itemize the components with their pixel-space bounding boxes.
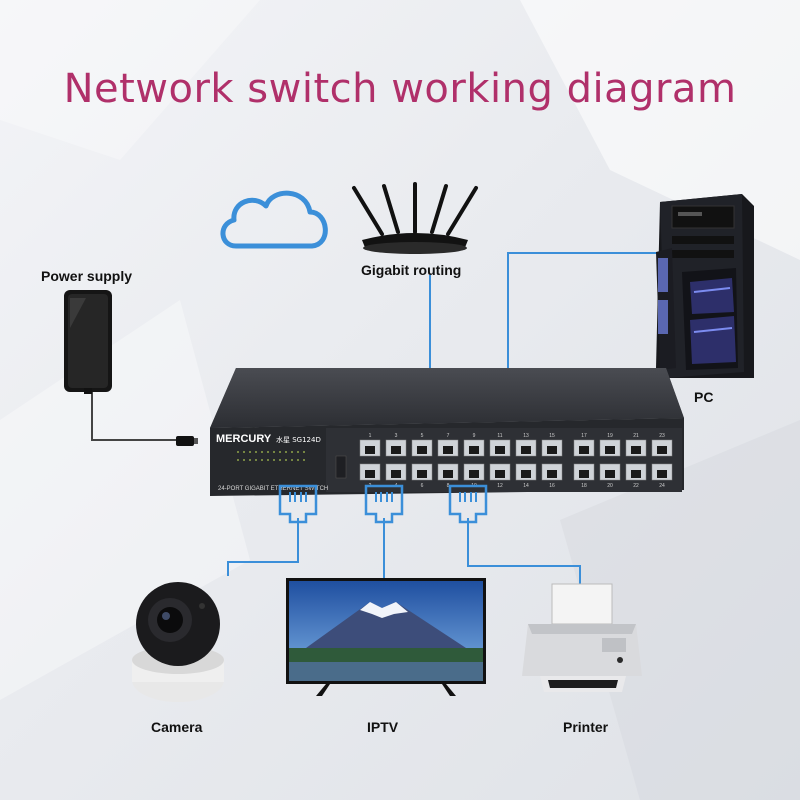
page-title: Network switch working diagram [63, 66, 737, 112]
switch-port-socket [631, 470, 641, 478]
printer-icon [522, 583, 642, 692]
switch-port-socket [443, 470, 453, 478]
switch-port-socket [657, 470, 667, 478]
switch-port-socket [443, 446, 453, 454]
switch-port-socket [547, 470, 557, 478]
switch-port-number: 23 [659, 433, 665, 439]
switch-port-number: 5 [421, 433, 424, 439]
switch-port-socket [605, 470, 615, 478]
switch-port-number: 9 [473, 433, 476, 439]
ethernet-port-icon [278, 484, 318, 524]
switch-port-socket [495, 470, 505, 478]
tv-icon [286, 578, 486, 696]
switch-port-socket [605, 446, 615, 454]
power-supply-label: Power supply [41, 268, 133, 284]
power-plug-icon [176, 436, 198, 446]
switch-port-socket [547, 446, 557, 454]
switch-port-socket [391, 470, 401, 478]
switch-port-socket [657, 446, 667, 454]
switch-port-socket [495, 446, 505, 454]
switch-port-number: 6 [421, 483, 424, 489]
switch-port-number: 11 [497, 433, 502, 439]
switch-port-number: 24 [659, 483, 665, 489]
ethernet-port-icon [364, 484, 404, 524]
switch-port-number: 8 [447, 483, 450, 489]
switch-port-socket [579, 470, 589, 478]
switch-port-number: 20 [607, 483, 613, 489]
switch-port-socket [631, 446, 641, 454]
switch-port-number: 22 [633, 483, 639, 489]
cloud-icon [220, 190, 328, 249]
ethernet-port-icon [448, 484, 488, 524]
printer-label: Printer [563, 719, 609, 735]
switch-port-socket [391, 446, 401, 454]
switch-port-socket [579, 446, 589, 454]
switch-brand: MERCURY [216, 433, 272, 445]
switch-port-number: 18 [581, 483, 587, 489]
switch-port-number: 19 [607, 433, 613, 439]
switch-port-socket [365, 446, 375, 454]
iptv-label: IPTV [367, 719, 399, 735]
switch-port-number: 17 [581, 433, 587, 439]
camera-label: Camera [151, 719, 203, 735]
switch-port-number: 15 [549, 433, 555, 439]
switch-port-socket [469, 470, 479, 478]
switch-port-number: 21 [633, 433, 639, 439]
switch-port-socket [521, 470, 531, 478]
switch-port-number: 13 [523, 433, 529, 439]
switch-port-number: 16 [549, 483, 555, 489]
switch-port-number: 7 [447, 433, 450, 439]
switch-port-socket [417, 446, 427, 454]
power-adapter-icon [64, 290, 112, 394]
switch-model: 水星 SG124D [276, 435, 321, 444]
router-icon [352, 182, 478, 254]
pc-tower-icon [656, 194, 754, 378]
switch-port-number: 12 [497, 483, 503, 489]
pc-label: PC [694, 389, 714, 405]
switch-port-number: 1 [369, 433, 372, 439]
switch-port-socket [521, 446, 531, 454]
switch-subtitle: 24-PORT GIGABIT ETHERNET SWITCH [218, 486, 328, 492]
switch-port-socket [469, 446, 479, 454]
security-camera-icon [132, 582, 224, 702]
switch-port-number: 14 [523, 483, 529, 489]
switch-port-socket [417, 470, 427, 478]
switch-port-socket [365, 470, 375, 478]
gigabit-routing-label: Gigabit routing [361, 262, 462, 278]
switch-port-number: 3 [395, 433, 398, 439]
